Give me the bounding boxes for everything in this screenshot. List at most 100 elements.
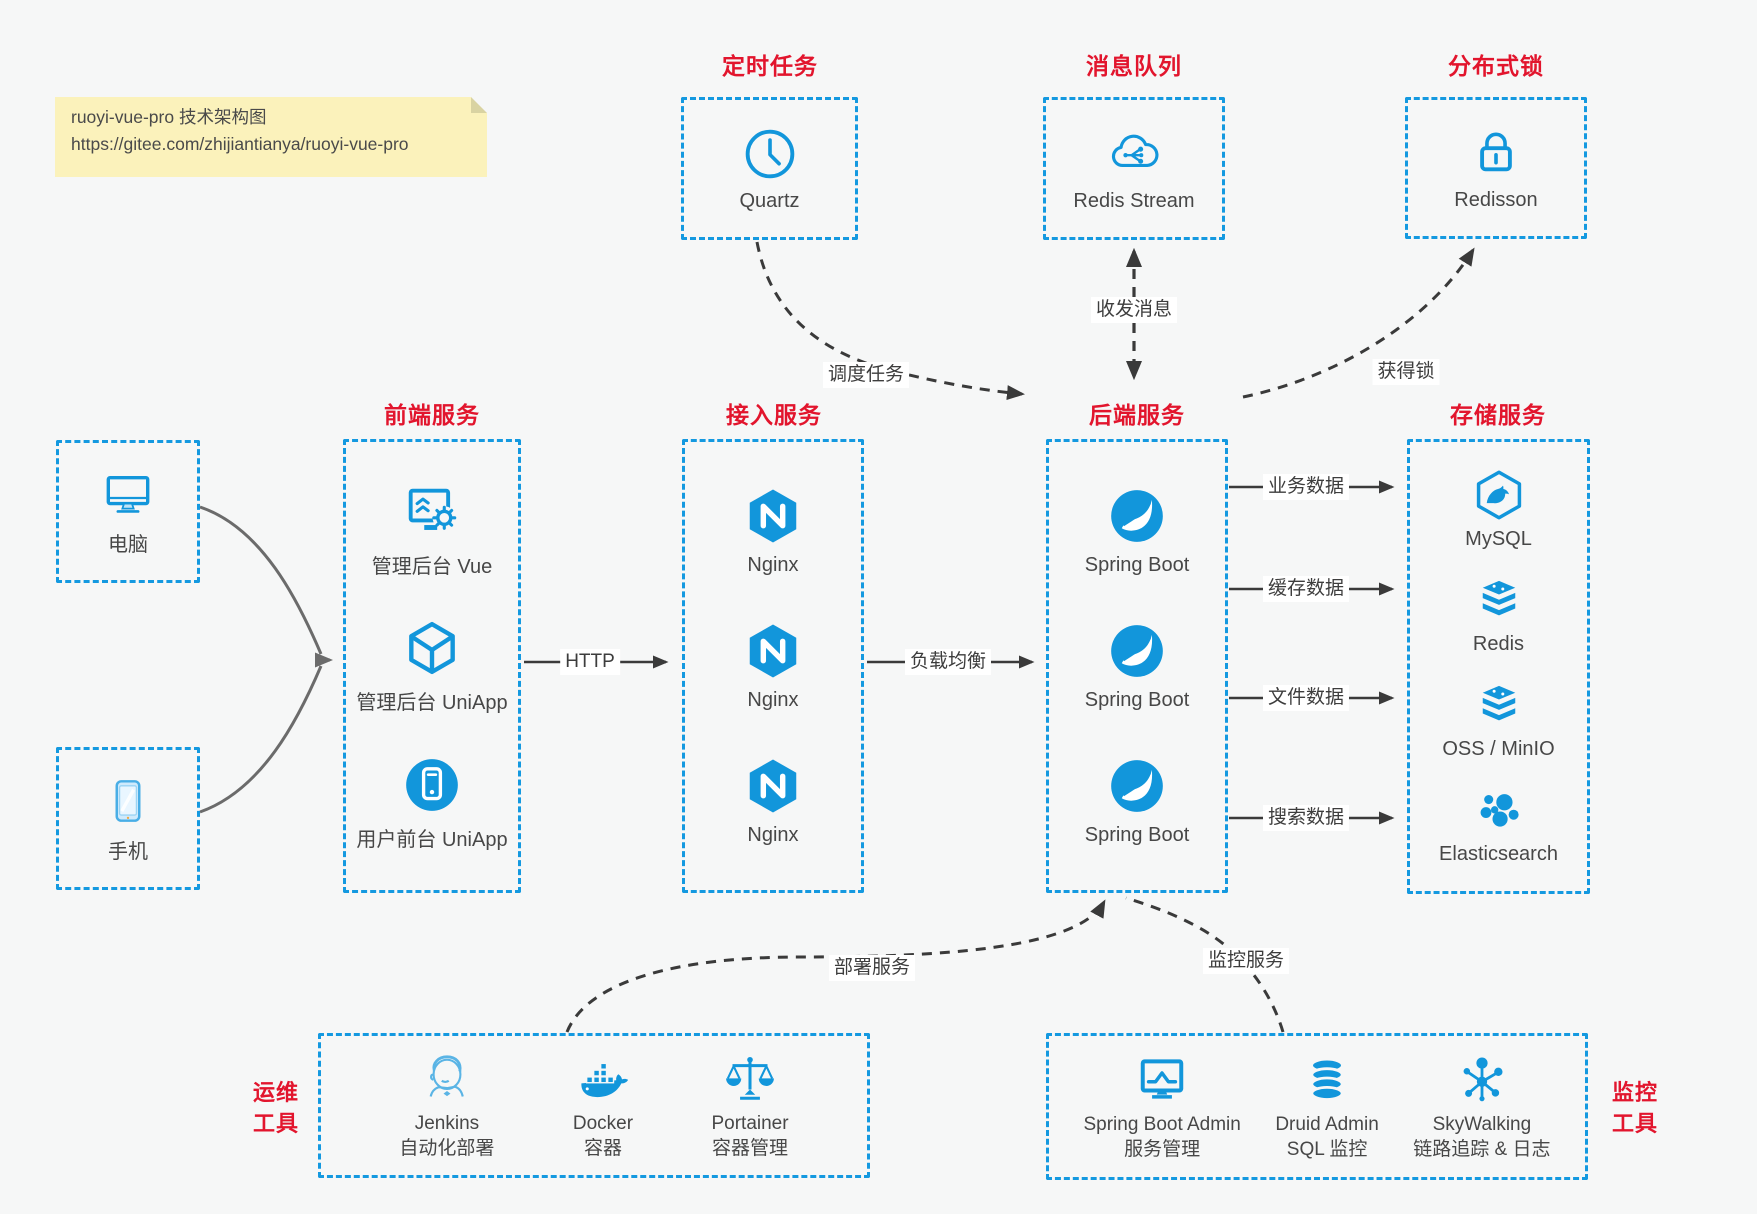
phone-label: 手机 — [108, 840, 148, 863]
note-url[interactable]: https://gitee.com/zhijiantianya/ruoyi-vu… — [71, 134, 409, 154]
redis-stream-label: Redis Stream — [1073, 189, 1195, 212]
edge-label-deploy-service: 部署服务 — [828, 955, 916, 981]
frontend-item-user-uniapp: 用户前台 UniApp — [356, 754, 508, 852]
admin-vue-label: 管理后台 Vue — [371, 555, 493, 578]
elasticsearch-label: Elasticsearch — [1439, 843, 1558, 865]
storage-item-oss-minio: OSS / MinIO — [1442, 681, 1555, 761]
spring-boot-icon — [1106, 485, 1168, 547]
access-item-nginx-3: Nginx — [742, 755, 804, 847]
skywalking-icon — [1454, 1052, 1510, 1108]
edge-phone-to-frontend — [199, 665, 323, 814]
uniapp-cube-icon — [401, 617, 463, 679]
desktop-icon — [101, 467, 155, 521]
skywalking-label: SkyWalking — [1432, 1113, 1532, 1135]
frontend-item-admin-uniapp: 管理后台 UniApp — [356, 617, 508, 715]
edge-computer-to-frontend — [199, 505, 323, 655]
portainer-label: Portainer — [711, 1112, 789, 1134]
title-frontend-service: 前端服务 — [384, 402, 480, 428]
edge-label-business-data: 业务数据 — [1262, 474, 1350, 500]
spring-boot-admin-sublabel: 服务管理 — [1124, 1138, 1201, 1160]
mobile-app-icon — [401, 754, 463, 816]
druid-label: Druid Admin — [1275, 1113, 1379, 1135]
ops-tools-line2: 工具 — [252, 1111, 299, 1136]
druid-sublabel: SQL 监控 — [1286, 1138, 1368, 1160]
storage-item-mysql: MySQL — [1465, 467, 1532, 551]
spring-boot-admin-label: Spring Boot Admin — [1083, 1113, 1241, 1135]
ops-tools-side-label: 运维 工具 — [243, 1077, 309, 1139]
edge-label-http: HTTP — [560, 649, 620, 675]
distributed-lock-box: Redisson — [1405, 97, 1587, 239]
backend-item-spring-1: Spring Boot — [1084, 485, 1190, 577]
spring-boot-icon — [1106, 755, 1168, 817]
access-service-box: Nginx Nginx Nginx — [682, 439, 864, 893]
redis-icon — [1473, 576, 1525, 628]
jenkins-sublabel: 自动化部署 — [399, 1137, 495, 1159]
spring-boot-label: Spring Boot — [1084, 689, 1190, 711]
edge-label-cache-data: 缓存数据 — [1262, 576, 1350, 602]
note-fold-corner — [471, 97, 487, 113]
docker-sublabel: 容器 — [583, 1137, 622, 1159]
elasticsearch-icon — [1473, 786, 1525, 838]
spring-boot-icon — [1106, 620, 1168, 682]
monitor-tools-line1: 监控 — [1611, 1080, 1658, 1105]
title-access-service: 接入服务 — [726, 402, 822, 428]
note-title: ruoyi-vue-pro 技术架构图 — [71, 107, 267, 127]
ops-tools-line1: 运维 — [252, 1080, 299, 1105]
title-distributed-lock: 分布式锁 — [1448, 53, 1544, 79]
access-item-nginx-2: Nginx — [742, 620, 804, 712]
computer-label: 电脑 — [108, 533, 148, 556]
oss-minio-label: OSS / MinIO — [1442, 738, 1555, 760]
nginx-label: Nginx — [747, 824, 799, 846]
redis-label: Redis — [1472, 633, 1525, 655]
quartz-label: Quartz — [739, 189, 800, 212]
backend-item-spring-2: Spring Boot — [1084, 620, 1190, 712]
monitor-tools-box: Spring Boot Admin 服务管理 Druid Admin SQL 监… — [1046, 1033, 1588, 1180]
frontend-service-box: 管理后台 Vue 管理后台 UniApp 用户前台 UniApp — [343, 439, 521, 893]
portainer-sublabel: 容器管理 — [712, 1137, 789, 1159]
message-queue-box: Redis Stream — [1043, 97, 1225, 240]
lock-icon — [1467, 124, 1525, 182]
edge-label-acquire-lock: 获得锁 — [1372, 359, 1440, 385]
redisson-label: Redisson — [1454, 189, 1538, 211]
spring-boot-label: Spring Boot — [1084, 554, 1190, 576]
clock-icon — [741, 125, 799, 183]
jenkins-label: Jenkins — [414, 1112, 480, 1134]
phone-box: 手机 — [56, 747, 200, 890]
docker-icon — [575, 1051, 631, 1107]
user-uniapp-label: 用户前台 UniApp — [356, 828, 508, 851]
nginx-icon — [742, 620, 804, 682]
nginx-label: Nginx — [747, 689, 799, 711]
mysql-label: MySQL — [1465, 528, 1532, 550]
oss-minio-icon — [1473, 681, 1525, 733]
backend-item-spring-3: Spring Boot — [1084, 755, 1190, 847]
monitor-item-spring-boot-admin: Spring Boot Admin 服务管理 — [1083, 1052, 1241, 1162]
spring-boot-admin-icon — [1134, 1052, 1190, 1108]
edge-label-search-data: 搜索数据 — [1262, 805, 1350, 831]
title-message-queue: 消息队列 — [1086, 53, 1182, 79]
ops-item-portainer: Portainer 容器管理 — [711, 1051, 789, 1161]
spring-boot-label: Spring Boot — [1084, 824, 1190, 846]
portainer-icon — [722, 1051, 778, 1107]
edge-label-load-balance: 负载均衡 — [904, 649, 992, 675]
title-scheduled-task: 定时任务 — [722, 53, 818, 79]
nginx-icon — [742, 755, 804, 817]
admin-uniapp-label: 管理后台 UniApp — [356, 692, 508, 714]
phone-icon — [101, 774, 155, 828]
title-storage-service: 存储服务 — [1450, 402, 1546, 428]
ops-item-docker: Docker 容器 — [573, 1051, 633, 1161]
nginx-icon — [742, 485, 804, 547]
edge-label-send-receive-message: 收发消息 — [1090, 297, 1178, 323]
computer-box: 电脑 — [56, 440, 200, 583]
edge-label-monitor-service: 监控服务 — [1202, 948, 1290, 974]
jenkins-icon — [419, 1051, 475, 1107]
monitor-item-skywalking: SkyWalking 链路追踪 & 日志 — [1413, 1052, 1551, 1162]
ops-tools-box: Jenkins 自动化部署 Docker 容器 — [318, 1033, 870, 1178]
backend-service-box: Spring Boot Spring Boot Spring Boot — [1046, 439, 1228, 893]
quartz-box: Quartz — [681, 97, 858, 240]
nginx-label: Nginx — [747, 554, 799, 576]
storage-service-box: MySQL Redis OSS — [1407, 439, 1590, 894]
monitor-tools-side-label: 监控 工具 — [1602, 1077, 1668, 1139]
druid-icon — [1299, 1052, 1355, 1108]
docker-label: Docker — [572, 1112, 634, 1134]
